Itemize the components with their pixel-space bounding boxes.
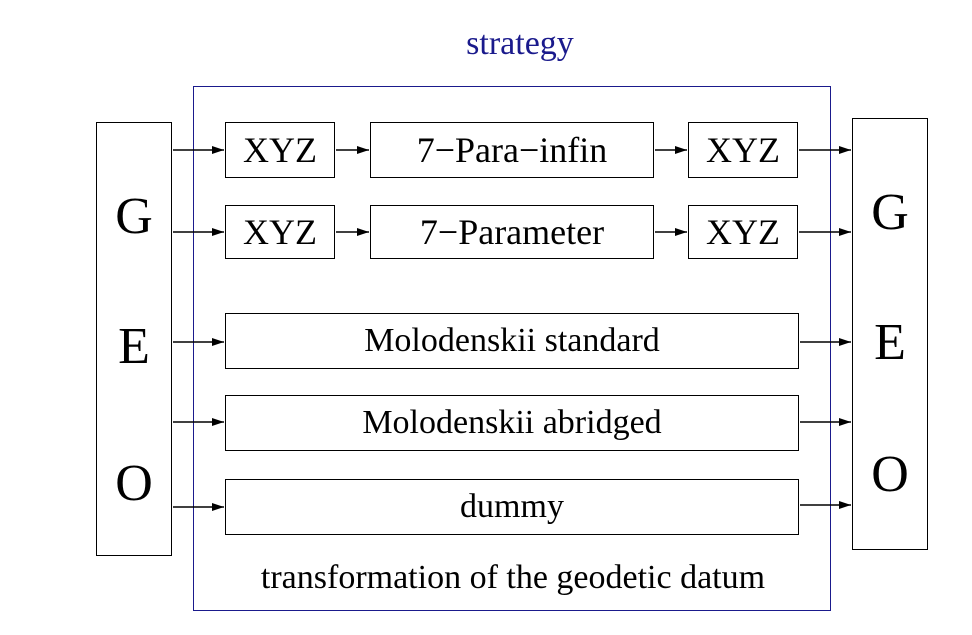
geo-input-letter-e: E	[118, 318, 150, 375]
xyz-output-box-1: XYZ	[688, 122, 798, 178]
geo-input-letter-o: O	[115, 455, 153, 512]
geo-output-block: G E O	[852, 118, 928, 550]
diagram-caption: transformation of the geodetic datum	[260, 559, 766, 596]
molodenskii-abridged-box: Molodenskii abridged	[225, 395, 799, 451]
seven-parameter-box: 7−Parameter	[370, 205, 654, 259]
dummy-box: dummy	[225, 479, 799, 535]
strategy-frame	[193, 86, 831, 611]
molodenskii-standard-box: Molodenskii standard	[225, 313, 799, 369]
xyz-output-box-2: XYZ	[688, 205, 798, 259]
xyz-input-box-1: XYZ	[225, 122, 335, 178]
geo-output-letter-o: O	[871, 446, 909, 503]
xyz-input-box-2: XYZ	[225, 205, 335, 259]
geo-output-letter-e: E	[874, 314, 906, 371]
geo-input-block: G E O	[96, 122, 172, 556]
seven-para-infin-box: 7−Para−infin	[370, 122, 654, 178]
geo-input-letter-g: G	[115, 188, 153, 245]
geo-output-letter-g: G	[871, 184, 909, 241]
strategy-title: strategy	[466, 25, 574, 62]
